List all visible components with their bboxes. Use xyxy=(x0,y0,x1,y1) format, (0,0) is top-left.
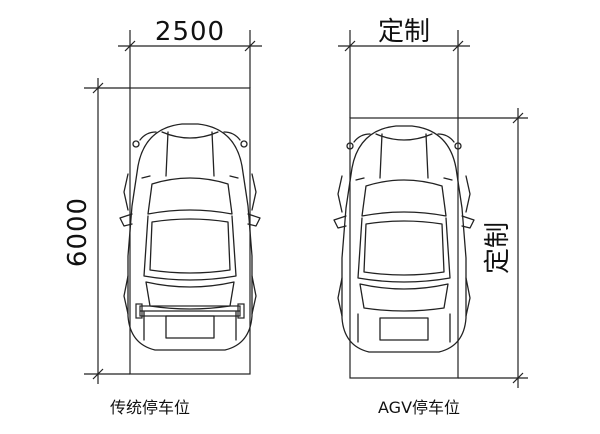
car-icon xyxy=(333,125,475,353)
length-label: 6000 xyxy=(63,197,93,267)
agv-parking-space: 定制 定制 AGV停车位 xyxy=(333,17,528,417)
traditional-stall-outline xyxy=(129,87,251,375)
agv-stall-outline xyxy=(349,117,459,379)
agv-length-label: 定制 xyxy=(483,222,513,274)
agv-caption: AGV停车位 xyxy=(378,398,460,417)
width-label: 2500 xyxy=(155,17,225,47)
agv-width-label: 定制 xyxy=(378,17,430,47)
wheel-stop-icon xyxy=(135,303,245,319)
traditional-caption: 传统停车位 xyxy=(110,398,190,417)
traditional-parking-space: 2500 6000 传统停车位 xyxy=(63,17,262,417)
